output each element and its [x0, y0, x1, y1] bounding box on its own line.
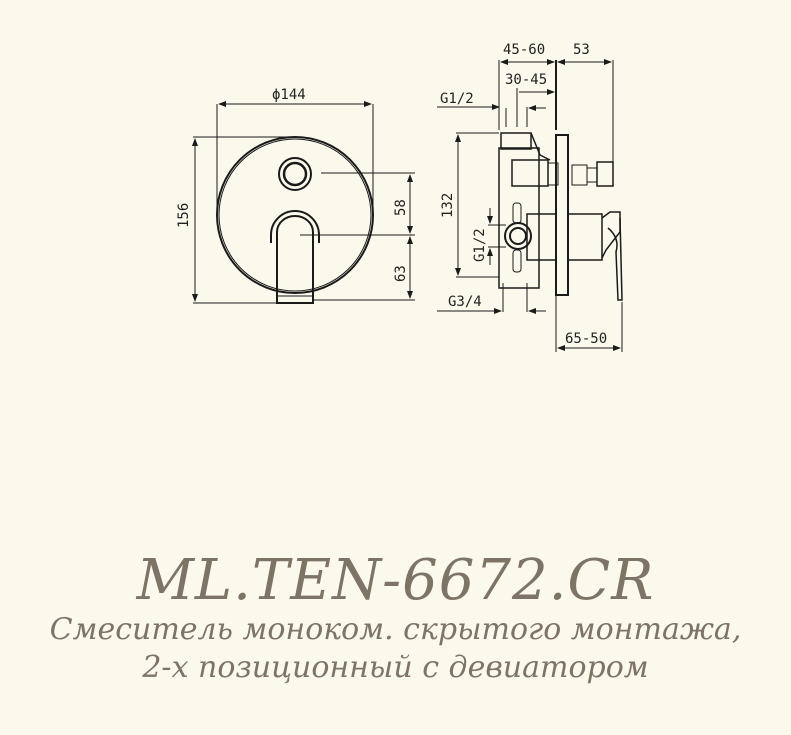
depth-top-label: 45-60 [503, 42, 545, 58]
technical-drawing: ϕ144 156 58 63 45-60 53 30-45 G1/2 132 G… [176, 42, 623, 352]
side-height-label: 132 [440, 193, 456, 218]
description-line-1: Смеситель моноком. скрытого монтажа, [49, 612, 742, 647]
outlet-label: G3/4 [448, 294, 482, 310]
front-view [192, 101, 415, 304]
lower-offset-label: 63 [393, 265, 409, 282]
inlet-side-label: G1/2 [472, 228, 488, 262]
model-number: ML.TEN-6672.CR [136, 548, 655, 613]
description-line-2: 2-х позиционный с девиатором [142, 650, 649, 685]
upper-offset-label: 58 [393, 199, 409, 216]
inlet-top-label: G1/2 [440, 91, 474, 107]
depth-outer-label: 53 [573, 42, 590, 58]
handle-depth-label: 65-50 [565, 331, 607, 347]
diameter-label: ϕ144 [272, 87, 306, 103]
depth-inner-label: 30-45 [505, 72, 547, 88]
front-height-label: 156 [176, 203, 192, 228]
side-view [437, 59, 623, 352]
